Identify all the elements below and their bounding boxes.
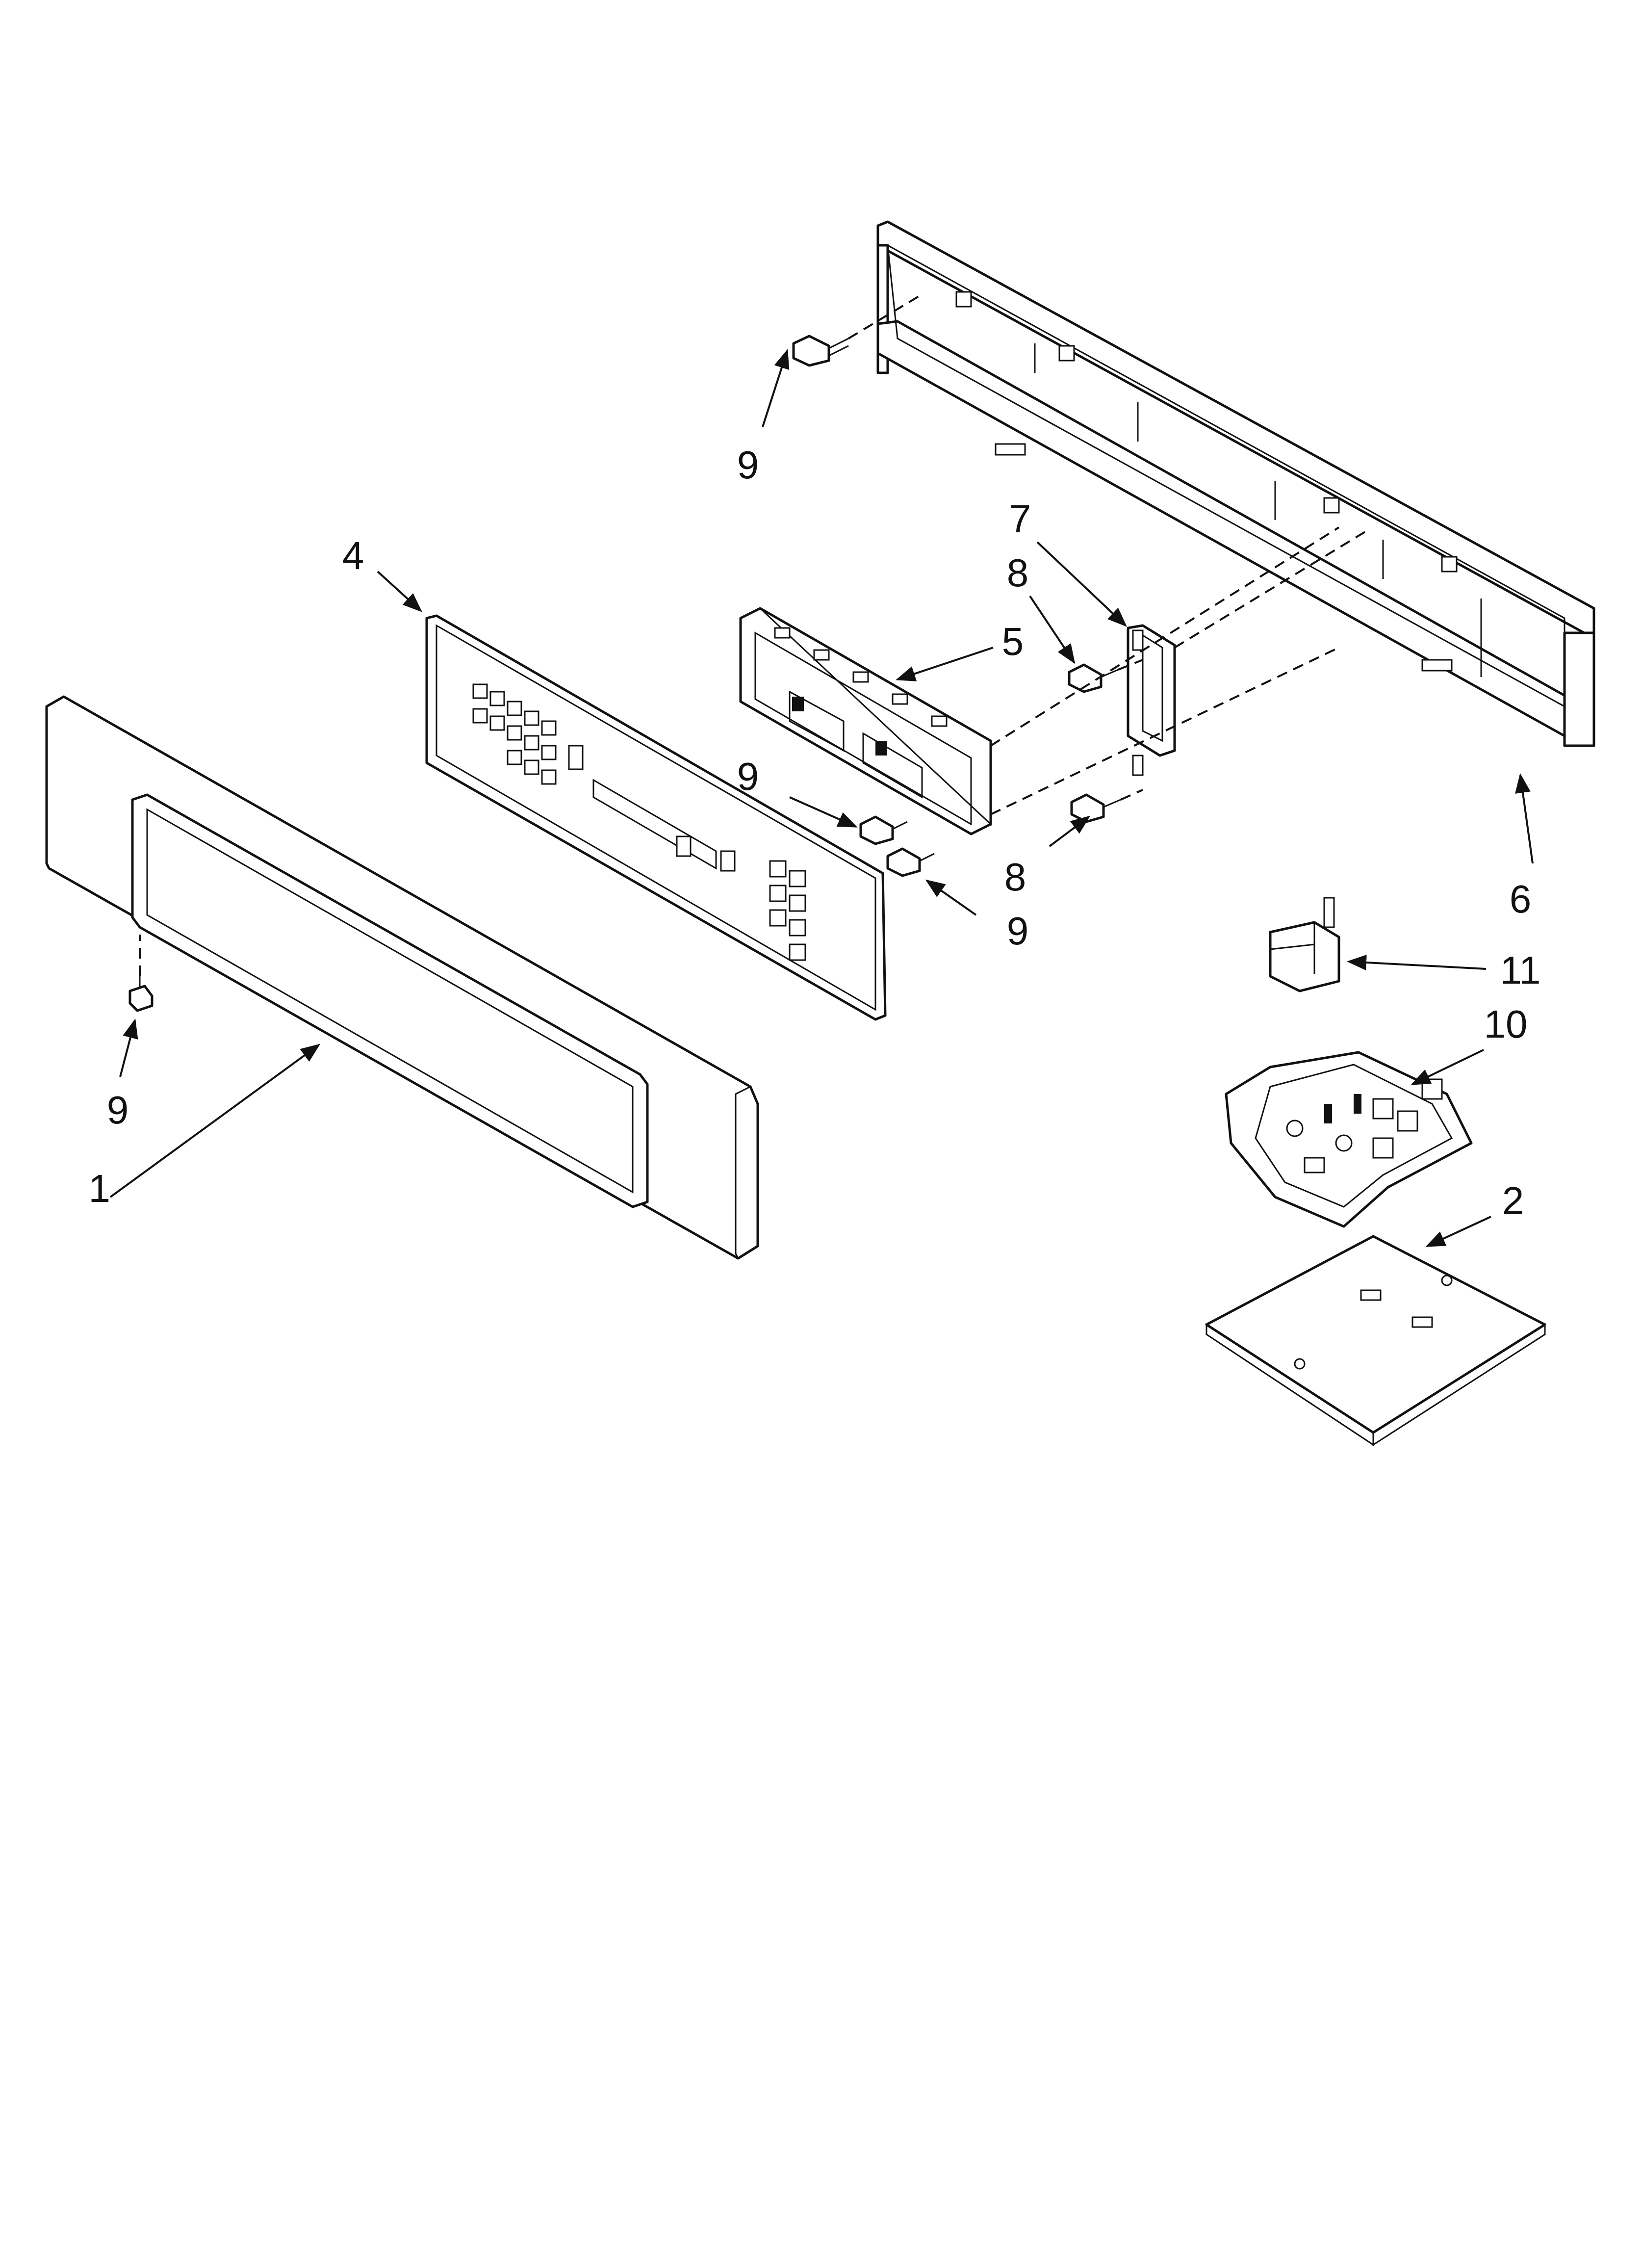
switch-part-11	[1269, 897, 1340, 992]
screw-9-left	[128, 976, 154, 1012]
screw-9-mid-b	[886, 847, 935, 877]
callout-8-upper: 8	[1007, 551, 1029, 595]
callout-9-mid-a: 9	[737, 755, 759, 798]
callout-4: 4	[342, 534, 364, 577]
callout-1: 1	[89, 1167, 111, 1210]
callout-11: 11	[1500, 948, 1540, 992]
callout-9-left: 9	[107, 1088, 129, 1132]
assembly-lines	[139, 293, 1369, 976]
screw-9-mid-a	[859, 815, 908, 845]
callout-labels: 1 2 4 5 6 7 8 8 9 9 9 9 10 11	[89, 443, 1541, 1223]
callout-10: 10	[1484, 1002, 1528, 1046]
rear-bracket-part-6	[876, 220, 1595, 747]
mounting-plate-part-2	[1205, 1235, 1546, 1446]
callout-8-lower: 8	[1004, 855, 1026, 899]
console-panel-part-1	[45, 695, 759, 1260]
callout-9-top: 9	[737, 443, 759, 487]
overlay-right-keypad	[676, 835, 806, 961]
callout-leaders	[109, 349, 1534, 1247]
screw-9-top	[792, 335, 849, 367]
callout-6: 6	[1510, 877, 1532, 921]
screw-8-lower	[1070, 793, 1121, 823]
callout-7: 7	[1009, 497, 1031, 541]
board-bracket-part-7	[1127, 624, 1176, 776]
screw-8-upper	[1068, 663, 1119, 693]
callout-9-mid-b: 9	[1007, 909, 1029, 953]
callout-2: 2	[1502, 1179, 1524, 1223]
control-board-part-5	[739, 607, 992, 835]
relay-board-part-10	[1225, 1051, 1473, 1228]
overlay-left-keypad	[472, 683, 584, 785]
callout-5: 5	[1002, 620, 1024, 663]
overlay-part-4	[425, 614, 887, 1021]
